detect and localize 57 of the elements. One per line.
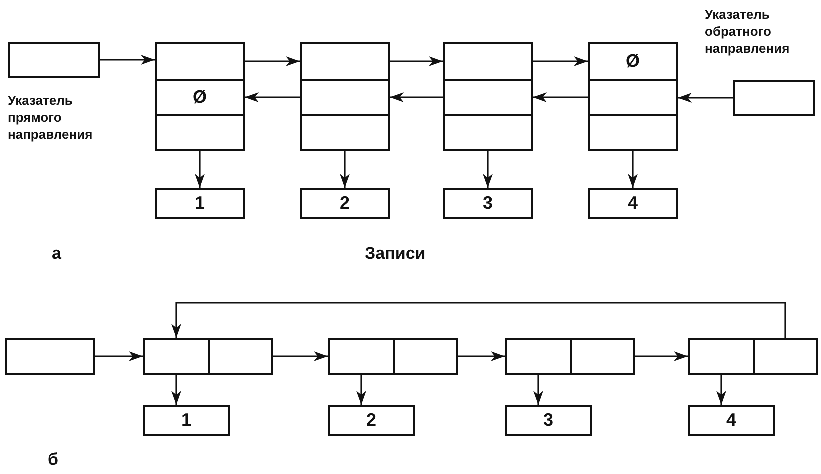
record-box: 2 bbox=[328, 405, 415, 436]
arrow bbox=[245, 56, 300, 66]
arrow bbox=[340, 151, 350, 188]
list-cell bbox=[688, 338, 755, 375]
list-cell bbox=[505, 338, 572, 375]
arrow bbox=[245, 92, 300, 102]
arrow bbox=[533, 92, 588, 102]
list-cell bbox=[443, 42, 533, 81]
record-box: 3 bbox=[443, 188, 533, 219]
list-cell bbox=[328, 338, 395, 375]
arrow bbox=[390, 56, 443, 66]
arrow bbox=[678, 93, 733, 103]
list-cell bbox=[300, 114, 390, 151]
record-box: 4 bbox=[688, 405, 775, 436]
list-cell bbox=[588, 114, 678, 151]
list-cell bbox=[155, 114, 245, 151]
list-cell bbox=[588, 79, 678, 116]
arrow bbox=[483, 151, 493, 188]
records-label: Записи bbox=[365, 244, 426, 264]
pointer-box bbox=[733, 80, 815, 116]
arrow bbox=[534, 375, 544, 405]
pointer-box bbox=[8, 42, 100, 78]
list-cell bbox=[208, 338, 273, 375]
list-cell bbox=[393, 338, 458, 375]
arrow bbox=[356, 375, 366, 405]
list-cell: Ø bbox=[155, 79, 245, 116]
arrow bbox=[172, 302, 786, 338]
arrow bbox=[716, 375, 726, 405]
arrow bbox=[195, 151, 205, 188]
list-cell: Ø bbox=[588, 42, 678, 81]
arrow bbox=[390, 92, 443, 102]
arrow bbox=[95, 352, 143, 362]
pointer-label: Указатель прямого направления bbox=[8, 92, 94, 143]
arrow bbox=[273, 352, 328, 362]
arrow bbox=[635, 352, 688, 362]
list-cell bbox=[300, 79, 390, 116]
record-box: 3 bbox=[505, 405, 592, 436]
list-cell bbox=[5, 338, 95, 375]
arrow bbox=[533, 56, 588, 66]
record-box: 2 bbox=[300, 188, 390, 219]
pointer-label: Указатель обратного направления bbox=[705, 6, 791, 57]
arrow bbox=[458, 352, 505, 362]
list-cell bbox=[155, 42, 245, 81]
arrow bbox=[628, 151, 638, 188]
list-cell bbox=[753, 338, 818, 375]
record-box: 1 bbox=[155, 188, 245, 219]
list-cell bbox=[570, 338, 635, 375]
arrow bbox=[172, 375, 182, 405]
list-cell bbox=[443, 114, 533, 151]
panel-letter: б bbox=[48, 450, 59, 470]
list-cell bbox=[143, 338, 210, 375]
record-box: 4 bbox=[588, 188, 678, 219]
arrow bbox=[100, 55, 155, 65]
list-cell bbox=[300, 42, 390, 81]
list-cell bbox=[443, 79, 533, 116]
panel-letter: а bbox=[52, 244, 62, 264]
record-box: 1 bbox=[143, 405, 230, 436]
